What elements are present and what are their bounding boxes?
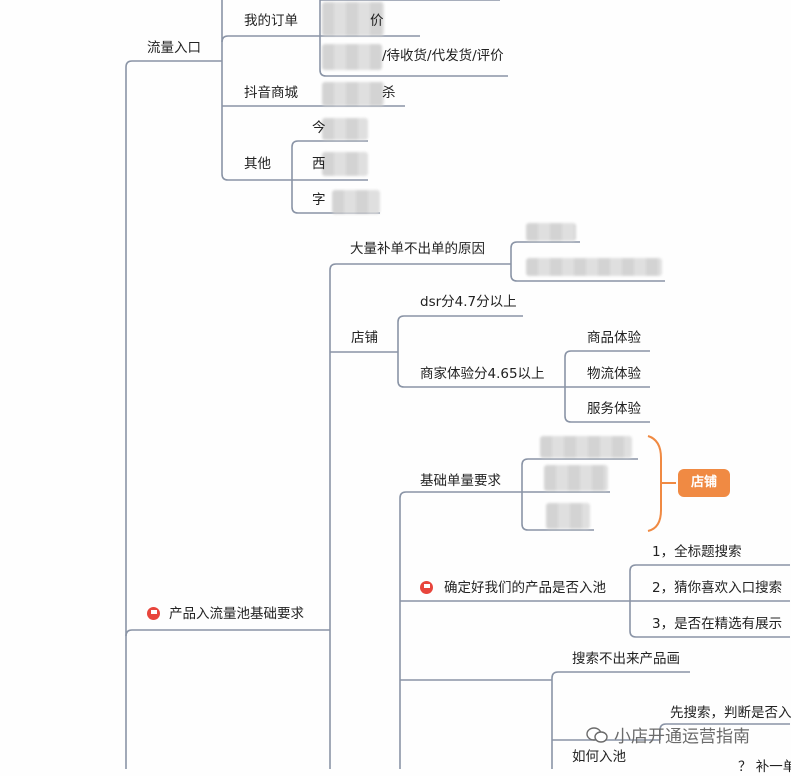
blurred-block [322, 82, 384, 106]
blurred-block [332, 190, 380, 214]
connector-liuliang-children [221, 0, 242, 181]
node-dingdan-r1[interactable]: 价 [370, 13, 384, 29]
node-sousuo-buchu[interactable]: 搜索不出来产品画 [572, 651, 680, 667]
blurred-block [322, 44, 382, 70]
node-chanpin-ruchi[interactable]: 产品入流量池基础要求 [169, 606, 304, 622]
node-wode-dingdan[interactable]: 我的订单 [244, 13, 298, 29]
node-douyin-shangcheng[interactable]: 抖音商城 [244, 85, 298, 101]
node-qita-r3[interactable]: 字 [312, 192, 326, 208]
blurred-block [546, 503, 590, 529]
blurred-block [526, 258, 662, 276]
node-liuliang-rukou[interactable]: 流量入口 [147, 40, 201, 56]
blurred-block [322, 2, 384, 36]
node-bu-yi[interactable]: ？ 补一单 [738, 759, 791, 775]
flag-icon [420, 581, 433, 594]
blurred-block [322, 152, 368, 176]
node-xian-sousuo[interactable]: 先搜索，判断是否入 [670, 705, 791, 721]
node-dianpu[interactable]: 店铺 [351, 330, 378, 346]
node-ruhe-ruchi[interactable]: 如何入池 [572, 749, 626, 765]
flag-icon [147, 607, 160, 620]
connector-chanpin [125, 629, 330, 637]
node-qita-r1[interactable]: 今 [312, 120, 326, 136]
node-fuwu-tiyan[interactable]: 服务体验 [587, 401, 641, 417]
wechat-icon [586, 727, 608, 743]
node-dsr[interactable]: dsr分4.7分以上 [420, 294, 517, 310]
dianpu-badge[interactable]: 店铺 [678, 469, 730, 497]
watermark-text: 小店开通运营指南 [614, 727, 750, 747]
node-shangpin-tiyan[interactable]: 商品体验 [587, 330, 641, 346]
node-check1[interactable]: 1，全标题搜索 [652, 544, 742, 560]
blurred-block [544, 465, 608, 491]
node-dingdan-r2[interactable]: /待收货/代发货/评价 [382, 48, 504, 64]
node-check2[interactable]: 2，猜你喜欢入口搜索 [652, 580, 783, 596]
node-check3[interactable]: 3，是否在精选有展示 [652, 616, 783, 632]
node-shangjia-tiyan[interactable]: 商家体验分4.65以上 [420, 366, 545, 382]
node-wuliu-tiyan[interactable]: 物流体验 [587, 366, 641, 382]
trunk-line [125, 60, 147, 769]
node-qita[interactable]: 其他 [244, 156, 271, 172]
node-queding-ruchi[interactable]: 确定好我们的产品是否入池 [444, 580, 606, 596]
blurred-block [540, 436, 632, 458]
blurred-block [322, 118, 368, 140]
node-dabu-yuanyin[interactable]: 大量补单不出单的原因 [350, 241, 485, 257]
node-qita-r2[interactable]: 西 [312, 156, 326, 172]
orange-bracket [647, 435, 662, 532]
node-jichu-danliang[interactable]: 基础单量要求 [420, 473, 501, 489]
blurred-block [526, 223, 576, 241]
node-shangcheng-r1[interactable]: 杀 [382, 85, 396, 101]
